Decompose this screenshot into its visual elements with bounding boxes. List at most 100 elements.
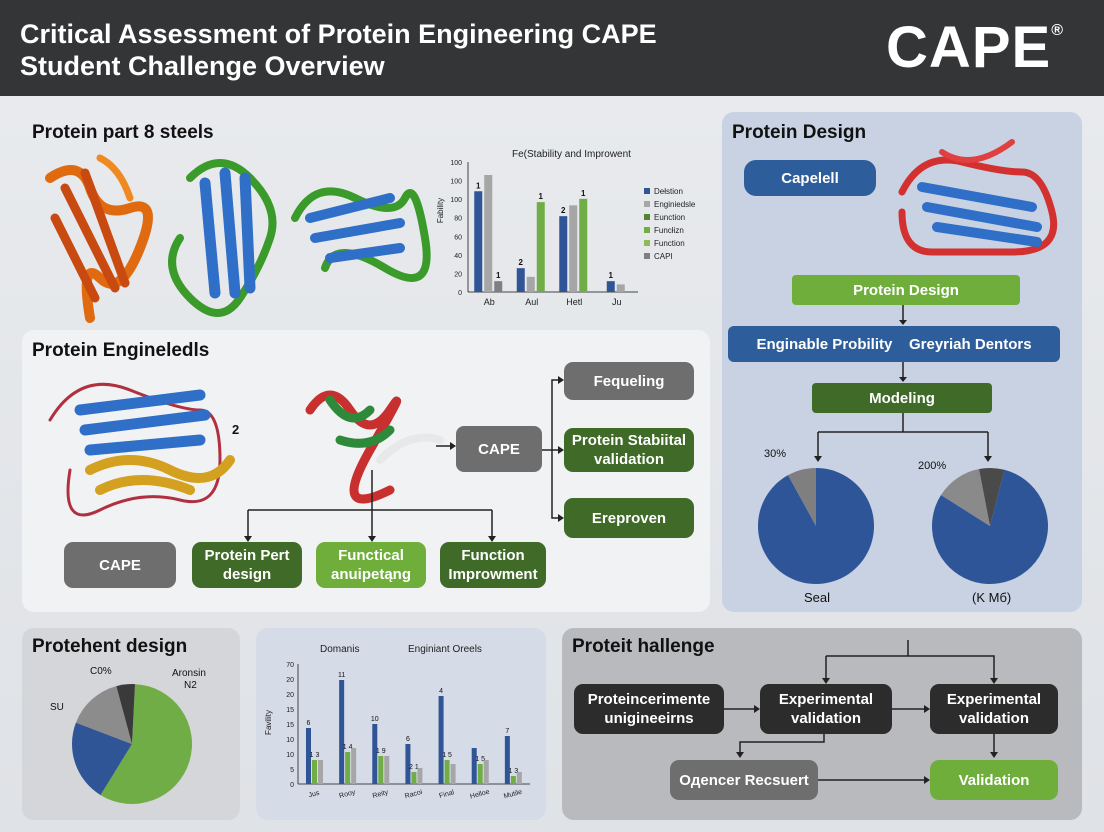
enginable-probility-step[interactable]: Enginable Probility Greyriah Dentors (728, 326, 1060, 362)
protein-ribbon-icon (305, 390, 444, 504)
chart-top-svg: 10010010080604020011Ab21Aul21Hetl1JuDełs… (450, 160, 696, 307)
y-tick-label: 100 (450, 160, 462, 167)
chart-top-title: Fe(Stability and Improwent (512, 149, 631, 160)
protein-ribbon-icon (48, 382, 235, 517)
y-tick-label: 20 (286, 677, 294, 684)
function-improvement-node[interactable]: Function Improwment (440, 542, 546, 588)
bar (516, 772, 522, 784)
pie-right-caption: (K Mб) (972, 590, 1012, 605)
x-tick-label: Aul (525, 297, 538, 307)
bar-data-label: 1 (609, 271, 614, 280)
bar (484, 175, 493, 292)
x-tick-label: Mutile (503, 789, 523, 801)
bar (569, 205, 578, 292)
bar-data-label: 1 (476, 181, 481, 190)
modeling-step[interactable]: Modeling (812, 383, 992, 413)
protein-ribbon-icon (898, 139, 1057, 256)
bar (345, 752, 351, 784)
x-tick-label: Jus (308, 790, 321, 800)
pie-right-label: 200% (918, 460, 947, 472)
protein-ribbon-icon (291, 187, 431, 282)
challenge-node-validation-2[interactable]: Experimental validation (930, 684, 1058, 734)
y-tick-label: 15 (286, 707, 294, 714)
bar-data-label: 1 3 (508, 768, 518, 775)
bar (372, 724, 378, 784)
legend-swatch (644, 240, 650, 246)
bar (471, 748, 477, 784)
y-tick-label: 100 (450, 179, 462, 186)
x-tick-label: Final (439, 789, 456, 800)
bar (378, 756, 384, 784)
y-tick-label: 20 (454, 271, 462, 278)
bar (384, 756, 390, 784)
y-tick-label: 80 (454, 216, 462, 223)
pie-slice (932, 469, 1048, 584)
bar (474, 191, 483, 292)
legend-entry: Enginiedsle (654, 200, 696, 209)
bar-data-label: 10 (371, 716, 379, 723)
ereproven-node[interactable]: Ereproven (564, 498, 694, 538)
registered-mark: ® (1051, 22, 1064, 39)
logo-text: CAPE (886, 15, 1052, 80)
pie-slice (979, 468, 1005, 526)
bar-data-label: 6 (307, 720, 311, 727)
x-tick-label: Racoi (404, 789, 424, 801)
pie-label-su: SU (50, 702, 64, 713)
pie-slice (71, 722, 132, 796)
engineered-structures (48, 382, 444, 517)
pie-slice (75, 686, 132, 744)
bar-data-label: 1 5 (442, 752, 452, 759)
bar (417, 768, 423, 784)
cape-logo: CAPE® (886, 14, 1064, 81)
protein-design-panel: Protein Design Capelell Protein Design E… (722, 112, 1082, 612)
bar (504, 736, 510, 784)
legend-entry: Dełstion (654, 187, 683, 196)
x-tick-label: Ju (612, 297, 622, 307)
bar (318, 760, 323, 784)
bar-data-label: 6 (406, 736, 410, 743)
title-line-1: Critical Assessment of Protein Engineeri… (20, 19, 657, 49)
pie-slice (116, 684, 135, 744)
cape-node-center[interactable]: CAPE (456, 426, 542, 472)
bar-data-label: 1 9 (376, 748, 386, 755)
legend-swatch (644, 188, 650, 194)
bar (616, 284, 625, 292)
challenge-node-request[interactable]: Oдencer Recsuert (670, 760, 818, 800)
y-tick-label: 60 (454, 234, 462, 241)
pie-label-c0: C0% (90, 666, 112, 677)
challenge-node-start[interactable]: Proteincerimente unigineeirns (574, 684, 724, 734)
bar-data-label: 2 (561, 206, 566, 215)
chart-bottom-title-right: Enginiant Oreels (408, 644, 482, 655)
protein-pert-design-node[interactable]: Protein Pert design (192, 542, 302, 588)
challenge-node-final-validation[interactable]: Validation (930, 760, 1058, 800)
functical-node[interactable]: Functical anuipetąng (316, 542, 426, 588)
bar-data-label: 1 (539, 192, 544, 201)
bar (411, 772, 417, 784)
bar-data-label: 1 5 (475, 756, 485, 763)
bar (312, 760, 317, 784)
y-tick-label: 70 (286, 662, 294, 669)
legend-swatch (644, 201, 650, 207)
protein-parts-title: Protein part 8 steels (32, 122, 214, 143)
title-line-2: Student Challenge Overview (20, 51, 385, 81)
protein-ribbon-icon (168, 159, 277, 317)
x-tick-label: Reity (372, 789, 390, 800)
y-tick-label: 0 (290, 782, 294, 789)
bar (306, 728, 311, 784)
challenge-node-validation-1[interactable]: Experimental validation (760, 684, 892, 734)
protein-stability-validation-node[interactable]: Protein Stabiital validation (564, 428, 694, 472)
legend-swatch (644, 253, 650, 259)
cape-node-bottom[interactable]: CAPE (64, 542, 176, 588)
protein-challenge-title: Proteit hallenge (572, 636, 715, 657)
fequeling-node[interactable]: Fequeling (564, 362, 694, 400)
bar (483, 760, 489, 784)
x-tick-label: Hetl (566, 297, 582, 307)
protein-design-step[interactable]: Protein Design (792, 275, 1020, 305)
bar-data-label: 11 (338, 672, 345, 679)
capelell-button[interactable]: Capelell (744, 160, 876, 196)
bar-data-label: 7 (505, 728, 509, 735)
bar (438, 696, 444, 784)
pie-slice (788, 468, 816, 526)
y-tick-label: 0 (458, 290, 462, 297)
